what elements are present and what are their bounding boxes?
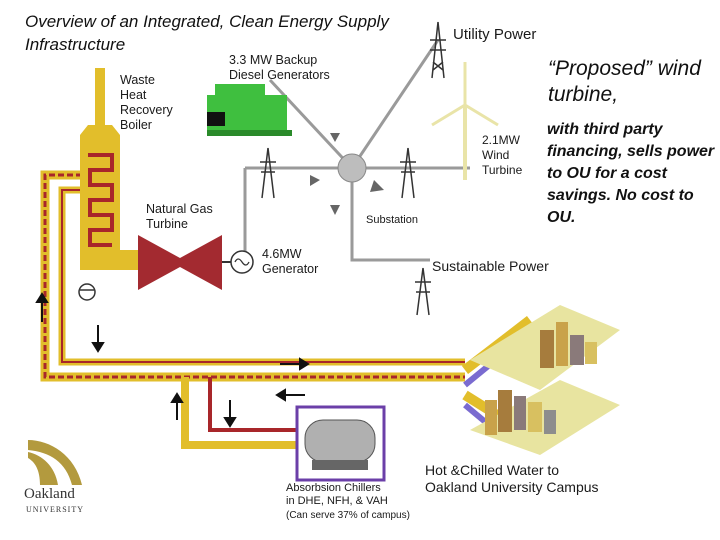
tower-icon [430,21,446,79]
wind-turbine-icon [431,62,499,180]
hot-chilled-water-label: Hot &Chilled Water to Oakland University… [425,462,599,495]
generator-icon [222,250,254,274]
campus-buildings [470,305,620,455]
chillers-label: Absorbsion Chillers in DHE, NFH, & VAH [286,482,388,507]
absorption-chiller [295,405,386,482]
waste-heat-label: Waste Heat Recovery Boiler [120,73,173,132]
wind-turbine-label: 2.1MW Wind Turbine [482,133,523,177]
substation-label: Substation [366,214,418,226]
generator-label: 4.6MW Generator [262,247,319,276]
callout-body: with third party financing, sells power … [547,121,715,226]
substation-icon [310,133,384,215]
flow-arrow-icon [35,292,310,428]
gas-turbine-icon [138,235,222,290]
utility-power-label: Utility Power [453,26,537,43]
logo-wordmark: Oakland [24,486,75,502]
page-title: Overview of an Integrated, Clean Energy … [25,12,389,54]
waste-heat-boiler [78,68,138,301]
backup-generators-label: 3.3 MW Backup Diesel Generators [229,53,330,82]
chillers-note: (Can serve 37% of campus) [286,510,410,521]
sustainable-power-label: Sustainable Power [432,258,549,274]
tower-icon [260,147,276,199]
oakland-logo[interactable] [28,440,82,485]
tower-icon [415,267,431,316]
callout-heading: “Proposed” wind turbine, [548,57,701,106]
tower-icon [400,147,416,199]
logo-subtitle: UNIVERSITY [26,505,84,514]
diesel-generator-icon [207,84,292,136]
natural-gas-label: Natural Gas Turbine [146,202,213,231]
